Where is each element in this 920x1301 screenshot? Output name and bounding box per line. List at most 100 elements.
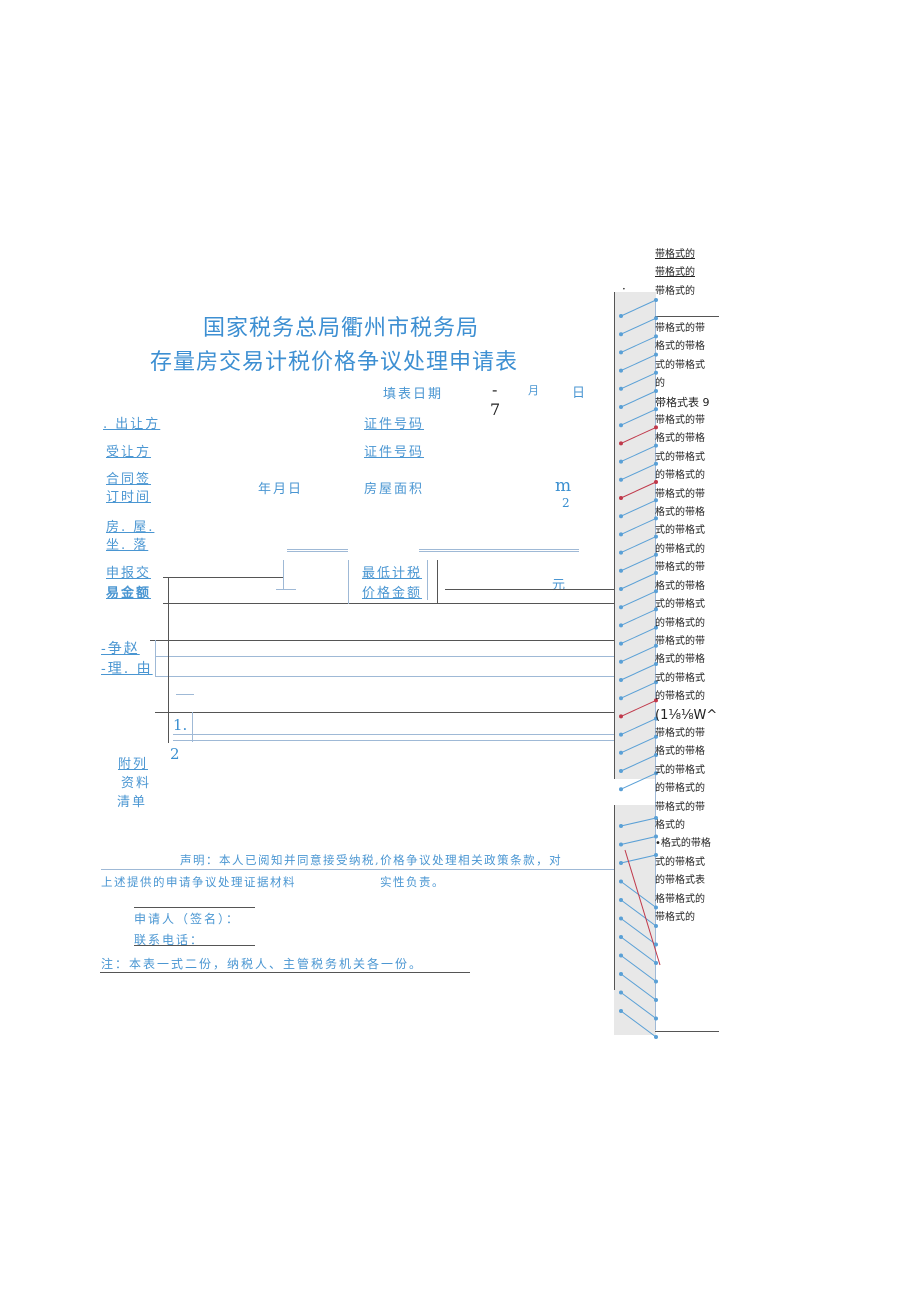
connector-dot [654, 298, 658, 302]
connector-dot [654, 534, 658, 539]
connector-dot [619, 496, 623, 500]
connector-line [620, 627, 657, 645]
connector-dot [654, 716, 658, 721]
connector-dot [654, 407, 658, 412]
connector-dot [654, 480, 658, 484]
connector-dot [619, 459, 623, 464]
connector-line [620, 554, 657, 572]
connector-dot [619, 732, 623, 737]
connector-line [620, 408, 657, 426]
comment-item: (1⅛⅛W^ [655, 707, 718, 723]
connector-dot [654, 625, 658, 630]
connector-dot [654, 816, 658, 820]
comment-separator [655, 1031, 719, 1032]
connector-dot [619, 587, 623, 591]
connector-dot [654, 607, 658, 612]
seller-id-label: 证件号码 [364, 417, 425, 432]
comment-item: 的带格式的 [655, 470, 705, 482]
comment-item: 格式的带格 [655, 580, 705, 592]
form-note: 注：本表一式二份，纳税人、主管税务机关各一份。 [101, 957, 424, 971]
contract-time-label-1: 合同签 [106, 472, 152, 487]
comment-item: 的带格式的 [655, 617, 705, 629]
connector-line [620, 718, 657, 736]
comment-item: 的带格式表 [655, 875, 705, 887]
fill-date-seven: 7 [490, 400, 501, 419]
comment-item: 格式的带格 [655, 654, 705, 666]
connector-dot [654, 924, 658, 928]
connector-dot [619, 550, 623, 555]
comment-item: 带格式的 [655, 267, 695, 279]
connector-line [620, 445, 657, 463]
connector-line [620, 608, 657, 626]
area-label: 房屋面积 [364, 482, 425, 497]
connector-line [620, 335, 657, 353]
connector-line [620, 754, 657, 772]
location-label-2: 坐. 落 [106, 538, 149, 553]
connector-dot [654, 979, 658, 984]
connector-dot [619, 314, 623, 318]
list-number-1: 1. [173, 716, 188, 734]
connector-dot [654, 961, 658, 965]
connector-dot [654, 352, 658, 357]
connector-dot [654, 461, 658, 466]
connector-line [620, 936, 657, 964]
connector-line [620, 517, 657, 535]
fill-date-label: 填表日期 [383, 387, 444, 402]
connector-dot [619, 879, 623, 884]
connector-dot [619, 953, 623, 958]
connector-line [620, 955, 657, 982]
connector-dot [619, 605, 623, 610]
comment-item: 的带格式的 [655, 691, 705, 703]
comment-item: 带格式的带 [655, 635, 705, 647]
connector-line [620, 772, 657, 790]
contract-time-label-2: 订时间 [106, 490, 152, 505]
comment-item: 的 [655, 378, 665, 390]
connector-line [620, 590, 657, 608]
table-line [427, 560, 428, 600]
connector-line [620, 426, 657, 444]
dispute-reason-label-1: -争赵 [101, 641, 140, 657]
connector-dot [619, 386, 623, 391]
table-line [176, 694, 194, 695]
connector-dot [654, 942, 658, 947]
buyer-id-label: 证件号码 [364, 445, 425, 460]
table-line [173, 740, 616, 741]
connector-dot [654, 552, 658, 557]
connector-dot [654, 698, 658, 703]
connector-dot [619, 769, 623, 773]
connector-dot [619, 916, 623, 921]
connector-dot [619, 514, 623, 519]
form-title-line2: 存量房交易计税价格争议处理申请表 [150, 350, 519, 375]
connector-line [620, 663, 657, 681]
connector-line [620, 463, 657, 481]
signature-line [134, 945, 255, 946]
connector-dot [619, 696, 623, 701]
comment-item: 带格式的带 [655, 562, 705, 574]
comment-item: 式的带格式 [655, 451, 705, 463]
area-unit-m: m [555, 476, 572, 496]
connector-dot [654, 516, 658, 521]
connector-dot [619, 423, 623, 428]
connector-line [620, 645, 657, 663]
connector-dot [654, 370, 658, 375]
connector-line [620, 836, 657, 845]
min-tax-price-label-2: 价格金额 [362, 586, 423, 601]
fill-date-day: 日 [572, 386, 588, 401]
connector-line [620, 817, 657, 827]
comment-item: 的带格式的 [655, 543, 705, 555]
connector-dot [619, 714, 623, 719]
statement-line-1: 声明：本人已阅知并同意接受纳税,价格争议处理相关政策条款，对 [180, 853, 563, 867]
table-line [155, 656, 616, 657]
table-line [287, 549, 348, 552]
connector-line [620, 699, 657, 717]
connector-line [620, 854, 657, 864]
connector-line [620, 390, 657, 408]
connector-dot [654, 589, 658, 594]
comment-item: 的带格式的 [655, 783, 705, 795]
table-line [163, 577, 283, 578]
connector-dot [654, 680, 658, 685]
comment-item: 带格式的 [655, 912, 695, 923]
connector-dot [619, 750, 623, 755]
buyer-label: 受让方 [106, 445, 152, 460]
